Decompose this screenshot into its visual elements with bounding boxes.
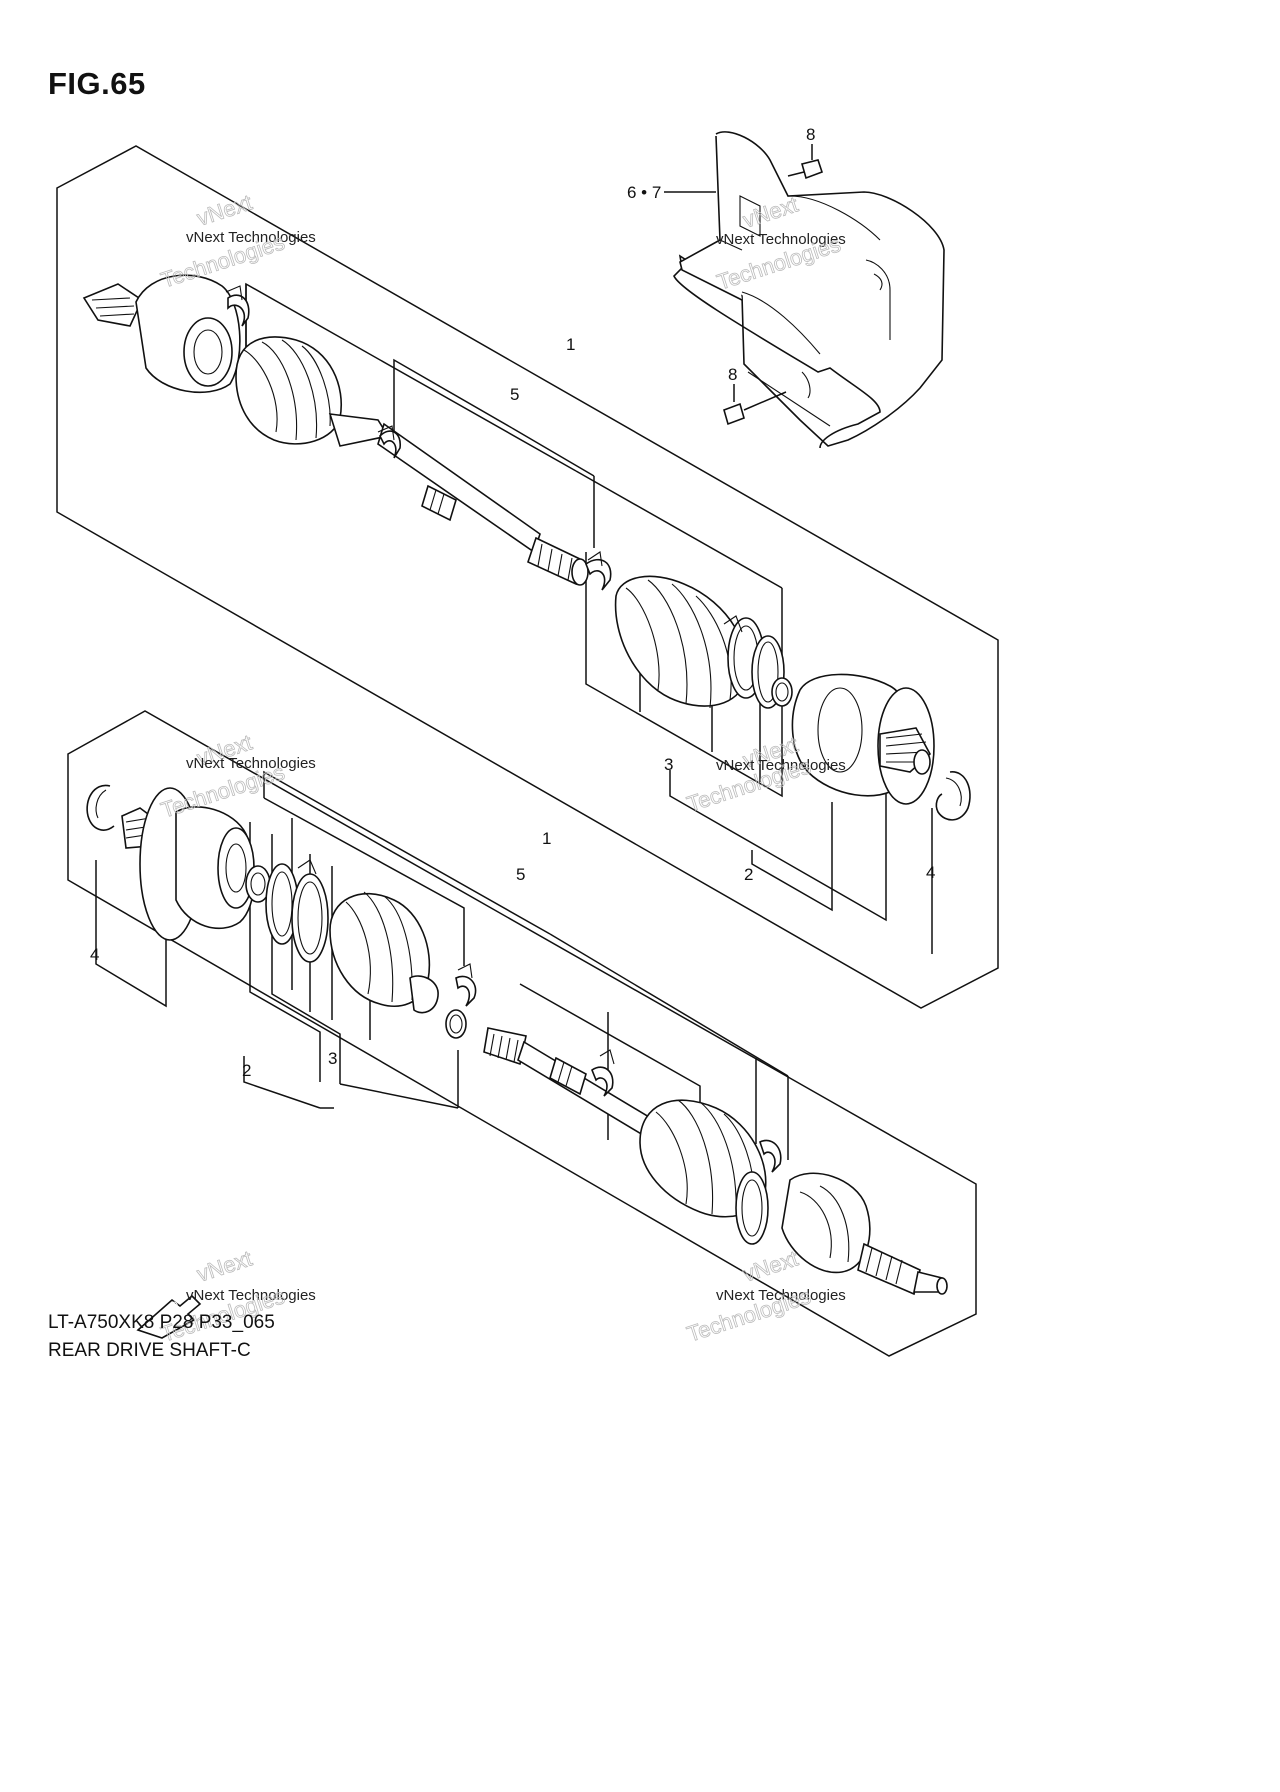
watermark-text: vNext Technologies — [186, 755, 316, 772]
watermark-text: vNext Technologies — [186, 1287, 316, 1304]
lower-outer-cv-joint — [781, 1172, 948, 1296]
upper-mid-clamp — [377, 425, 401, 459]
lower-inner-cv-joint — [121, 787, 256, 941]
lower-mid-clamp — [591, 1049, 615, 1097]
callout-upper-5: 5 — [510, 385, 519, 404]
upper-inner-cv-joint — [791, 673, 935, 805]
callout-lower-4: 4 — [90, 945, 99, 964]
part-name: REAR DRIVE SHAFT-C — [48, 1340, 251, 1361]
lower-callout-3-drop-b — [339, 1083, 459, 1109]
upper-inner-boot — [614, 575, 748, 709]
watermark-brand-top: vNext — [194, 190, 255, 231]
callout-guard: 6 • 7 — [627, 183, 661, 202]
upper-assembly-frame — [56, 145, 999, 1009]
lower-callout-1-leader-b — [549, 933, 789, 1077]
watermark-text: vNext Technologies — [186, 229, 316, 246]
watermark-text: vNext Technologies — [716, 757, 846, 774]
upper-outer-boot — [235, 336, 342, 445]
lower-assembly-frame — [67, 710, 977, 1357]
watermark-brand-top: vNext — [740, 1246, 801, 1287]
lower-inner-ring — [445, 1009, 467, 1039]
upper-snap-ring-small — [771, 677, 793, 707]
upper-outer-cv-joint — [82, 274, 241, 394]
callout-lower-1: 1 — [542, 829, 551, 848]
lower-bracket-rail — [263, 797, 465, 966]
watermark-upper-left: vNext vNext Technologies Technologies — [157, 189, 316, 293]
upper-inner-clamp — [585, 551, 612, 591]
callout-lower-5: 5 — [516, 865, 525, 884]
callout-lower-3: 3 — [328, 1049, 337, 1068]
callout-lower-2: 2 — [242, 1061, 251, 1080]
watermark-brand-top: vNext — [194, 1246, 255, 1287]
upper-callout-3-leader — [669, 770, 887, 922]
watermark-text: vNext Technologies — [716, 231, 846, 248]
figure-title: FIG.65 — [48, 66, 146, 101]
model-code: LT-A750XK8 P28 P33_065 — [48, 1312, 275, 1333]
callout-upper-3: 3 — [664, 755, 673, 774]
lower-drive-shaft — [483, 1027, 665, 1146]
lower-outer-clamp — [759, 1139, 782, 1173]
lower-callout-2-link — [243, 1056, 321, 1109]
callout-bolt-top: 8 — [806, 125, 815, 144]
upper-callout-2-leader — [751, 802, 833, 912]
callout-upper-4: 4 — [926, 863, 935, 882]
watermark-mid-left: vNext vNext Technologies Technologies — [157, 729, 316, 823]
lower-inner-boot — [329, 891, 439, 1014]
drive-shaft-guard — [673, 131, 945, 449]
upper-callout-5-leader — [393, 358, 513, 452]
lower-outer-circlip — [86, 784, 115, 831]
lower-callout-1-leader — [263, 770, 551, 935]
upper-drive-shaft — [328, 413, 589, 586]
callout-upper-2: 2 — [744, 865, 753, 884]
upper-outer-clamp — [225, 285, 250, 327]
guard-bolt-bottom — [723, 384, 787, 426]
guard-bolt-top — [787, 144, 824, 180]
callout-upper-1: 1 — [566, 335, 575, 354]
lower-inner-clamp-band — [291, 873, 329, 963]
callout-bolt-bottom: 8 — [728, 365, 737, 384]
upper-callout-1-leader-b — [575, 470, 783, 589]
upper-callout-5-leader-b — [511, 427, 595, 477]
upper-outer-circlip — [935, 771, 971, 821]
lower-snap-ring — [245, 865, 271, 903]
watermark-text: vNext Technologies — [716, 1287, 846, 1304]
lower-inner-clamp — [455, 963, 477, 1007]
lower-outer-ring — [735, 1171, 769, 1245]
